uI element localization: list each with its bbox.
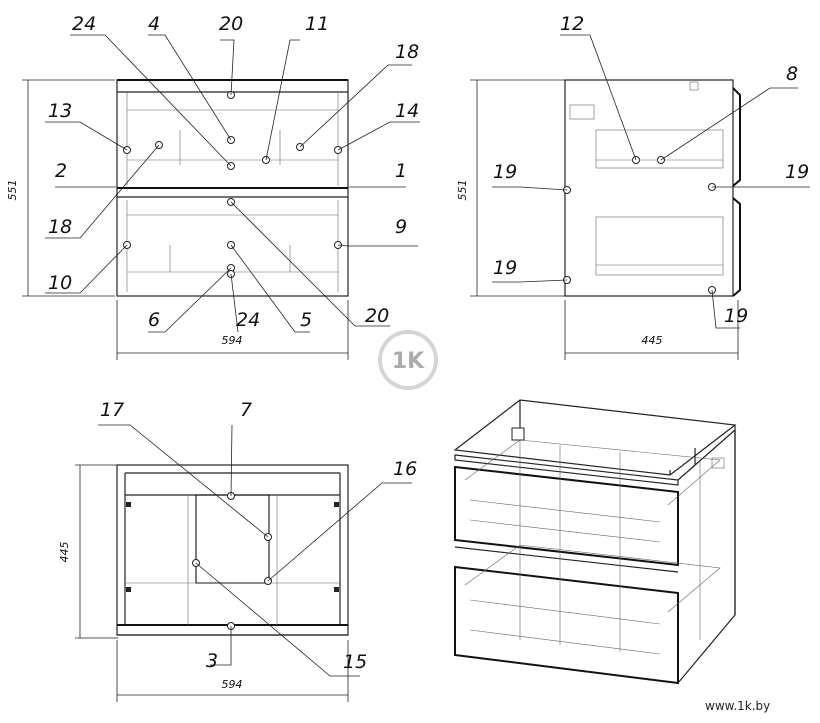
watermark-logo: 1K [378, 330, 438, 390]
callout-19-left-upper: 19 [493, 161, 517, 183]
callout-19-right-upper: 19 [785, 161, 809, 183]
front-width-dim: 594 [222, 334, 243, 347]
callout-20-top: 20 [219, 13, 243, 35]
callout-24-top: 24 [72, 13, 96, 35]
callout-8: 8 [786, 63, 798, 85]
callout-2: 2 [55, 160, 67, 182]
side-view: 551 445 12 8 19 19 19 19 [456, 13, 810, 360]
side-width-dim: 445 [642, 334, 663, 347]
callout-3: 3 [206, 650, 218, 672]
callout-15: 15 [343, 651, 367, 673]
callout-1: 1 [395, 160, 407, 182]
callout-5: 5 [300, 309, 312, 331]
callout-11: 11 [305, 13, 329, 35]
callout-19-left-lower: 19 [493, 257, 517, 279]
top-view: 445 594 17 7 16 3 15 [58, 399, 417, 702]
callout-20-bottom: 20 [365, 305, 389, 327]
callout-16: 16 [393, 458, 417, 480]
front-height-dim: 551 [6, 180, 19, 201]
watermark-url: www.1k.by [705, 699, 770, 713]
callout-17: 17 [100, 399, 124, 421]
top-width-dim: 594 [222, 678, 243, 691]
isometric-view [453, 399, 737, 685]
callout-7: 7 [240, 399, 252, 421]
side-height-dim: 551 [456, 180, 469, 201]
callout-14: 14 [395, 100, 419, 122]
callout-4: 4 [148, 13, 160, 35]
callout-19-right-lower: 19 [724, 305, 748, 327]
callout-12: 12 [560, 13, 584, 35]
top-height-dim: 445 [58, 542, 71, 563]
callout-9: 9 [395, 216, 407, 238]
callout-13: 13 [48, 100, 72, 122]
callout-18-left: 18 [48, 216, 72, 238]
front-view: 551 594 [6, 13, 420, 360]
svg-text:1K: 1K [392, 349, 425, 374]
callout-10: 10 [48, 272, 72, 294]
callout-24-bottom: 24 [236, 309, 260, 331]
callout-18-top: 18 [395, 41, 419, 63]
callout-6: 6 [148, 309, 160, 331]
